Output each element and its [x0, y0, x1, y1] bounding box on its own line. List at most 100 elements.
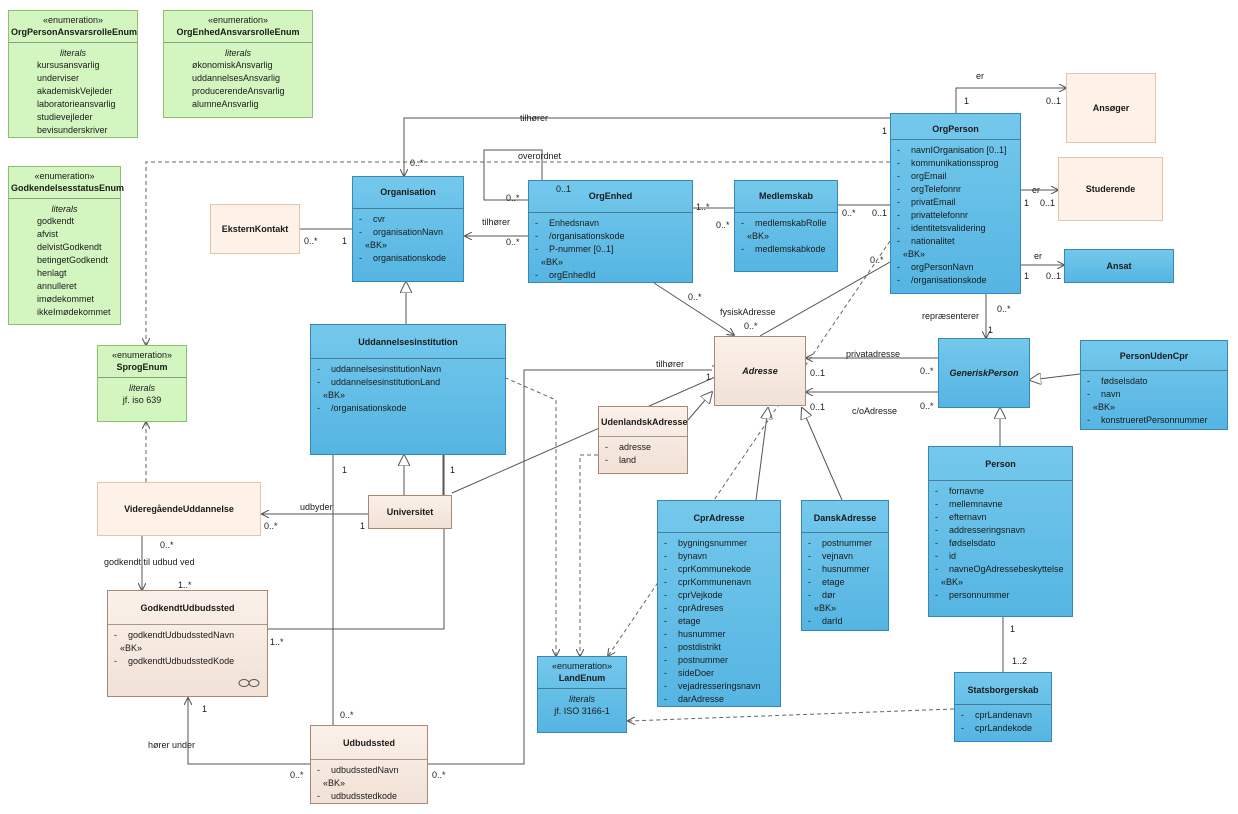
multiplicity: 1: [706, 372, 712, 382]
attribute: -identitetsvalidering: [897, 223, 986, 233]
class-studerende[interactable]: Studerende: [1058, 157, 1163, 221]
enum-value: jf. ISO 3166-1: [554, 706, 610, 716]
attribute: -godkendtUdbudsstedNavn: [114, 630, 235, 640]
class-name: Statsborgerskab: [967, 685, 1039, 695]
enum-godkendelsesstatus[interactable]: «enumeration» GodkendelsesstatusEnum lit…: [8, 166, 125, 325]
class-universitet[interactable]: Universitet: [368, 495, 452, 529]
link-udbudssted-godkendt: [188, 698, 310, 765]
class-ansat[interactable]: Ansat: [1064, 249, 1174, 283]
class-name: Adresse: [742, 366, 778, 376]
literals-title: literals: [51, 204, 78, 214]
enum-orgenhedansvarsrolle[interactable]: «enumeration» OrgEnhedAnsvarsrolleEnum l…: [163, 10, 313, 118]
stereotype: «enumeration»: [111, 350, 173, 360]
enum-value: akademiskVejleder: [37, 86, 113, 96]
bk-attribute: -personnummer: [935, 590, 1010, 600]
gen-cpr-adresse: [755, 408, 768, 501]
attribute: -mellemnavne: [935, 499, 1003, 509]
class-name: CprAdresse: [693, 513, 745, 523]
bk-stereotype: «BK»: [903, 249, 926, 259]
gen-personudencpr-generisk: [1030, 374, 1081, 380]
class-medlemskab[interactable]: Medlemskab -medlemskabRolle «BK» -medlem…: [734, 180, 838, 272]
class-eksternkontakt[interactable]: EksternKontakt: [210, 204, 300, 254]
class-orgenhed[interactable]: OrgEnhed -Enhedsnavn -/organisationskode…: [528, 180, 693, 283]
multiplicity: 0..*: [870, 255, 884, 265]
bk-attribute: -udbudsstedkode: [317, 791, 398, 801]
multiplicity: 0..1: [810, 368, 826, 378]
class-ansoger[interactable]: Ansøger: [1066, 73, 1156, 143]
link-udbudssted-adresse: [428, 369, 712, 765]
class-name: PersonUdenCpr: [1119, 351, 1189, 361]
enum-value: underviser: [37, 73, 80, 83]
attribute: -cprVejkode: [664, 590, 723, 600]
bk-stereotype: «BK»: [1093, 402, 1116, 412]
multiplicity: 0..*: [716, 220, 730, 230]
enum-value: imødekommet: [37, 294, 95, 304]
attribute: -medlemskabRolle: [741, 218, 827, 228]
role-label: tilhører: [482, 217, 511, 227]
role-label: er: [1032, 185, 1041, 195]
enum-value: afvist: [37, 229, 59, 239]
class-personudencpr[interactable]: PersonUdenCpr -fødselsdato -navn «BK» -k…: [1080, 340, 1228, 430]
attribute: -etage: [808, 577, 845, 587]
enum-value: økonomiskAnsvarlig: [192, 60, 273, 70]
class-name: OrgPerson: [932, 124, 979, 134]
multiplicity: 0..*: [290, 770, 304, 780]
dep-udlandsk-land: [580, 454, 598, 656]
class-danskadresse[interactable]: DanskAdresse -postnummer -vejnavn -husnu…: [801, 500, 889, 631]
attribute: -uddannelsesinstitutionNavn: [317, 364, 442, 374]
multiplicity: 1: [882, 126, 888, 136]
enum-value: kursusansvarlig: [37, 60, 100, 70]
class-organisation[interactable]: Organisation -cvr -organisationNavn «BK»…: [352, 176, 464, 282]
class-generiskperson[interactable]: GeneriskPerson: [938, 338, 1030, 408]
role-label: godkendt til udbud ved: [104, 557, 195, 567]
class-person[interactable]: Person -fornavne -mellemnavne -efternavn…: [928, 446, 1073, 617]
multiplicity: 1: [1024, 198, 1030, 208]
class-godkendtudbudssted[interactable]: GodkendtUdbudssted -godkendtUdbudsstedNa…: [107, 590, 268, 697]
attribute: -husnummer: [808, 564, 870, 574]
class-name: OrgPersonAnsvarsrolleEnum: [11, 27, 138, 37]
class-name: Ansat: [1106, 261, 1132, 271]
role-label: hører under: [148, 740, 196, 750]
enum-value: jf. iso 639: [122, 395, 162, 405]
attribute: -adresse: [605, 442, 652, 452]
bk-attribute: -darId: [808, 616, 843, 626]
class-uddannelsesinstitution[interactable]: Uddannelsesinstitution -uddannelsesinsti…: [310, 324, 506, 455]
enum-sprog[interactable]: «enumeration» SprogEnum literals jf. iso…: [97, 345, 187, 422]
class-orgperson[interactable]: OrgPerson -navnIOrganisation [0..1] -kom…: [890, 113, 1021, 294]
class-name: Uddannelsesinstitution: [358, 337, 458, 347]
class-name: DanskAdresse: [813, 513, 877, 523]
enum-land[interactable]: «enumeration» LandEnum literals jf. ISO …: [537, 656, 627, 733]
literals-title: literals: [224, 48, 251, 58]
attribute: -fornavne: [935, 486, 985, 496]
bk-attribute: -orgEnhedId: [535, 270, 596, 280]
multiplicity: 1: [988, 325, 994, 335]
attribute: -cvr: [359, 214, 385, 224]
class-name: GodkendelsesstatusEnum: [11, 183, 125, 193]
enum-value: godkendt: [37, 216, 75, 226]
bk-attribute: -/organisationskode: [897, 275, 987, 285]
class-udbudssted[interactable]: Udbudssted -udbudsstedNavn «BK» -udbudss…: [310, 725, 428, 804]
class-adresse[interactable]: Adresse: [714, 336, 806, 406]
class-cpradresse[interactable]: CprAdresse -bygningsnummer -bynavn -cprK…: [657, 500, 781, 707]
multiplicity: 0..1: [810, 402, 826, 412]
multiplicity: 0..1: [1040, 198, 1056, 208]
enum-value: ikkeImødekommet: [37, 307, 111, 317]
literals-title: literals: [128, 383, 155, 393]
multiplicity: 0..*: [842, 208, 856, 218]
bk-attribute: -orgPersonNavn: [897, 262, 974, 272]
bk-stereotype: «BK»: [541, 257, 564, 267]
role-label: er: [1034, 251, 1043, 261]
link-tilhorer-org: [404, 117, 890, 176]
attribute: -organisationNavn: [359, 227, 444, 237]
stereotype: «enumeration»: [42, 15, 104, 25]
enum-value: producerendeAnsvarlig: [192, 86, 285, 96]
literals-title: literals: [568, 694, 595, 704]
multiplicity: 0..*: [688, 292, 702, 302]
attribute: -orgEmail: [897, 171, 947, 181]
role-label: privatadresse: [846, 349, 901, 359]
class-udenlandskadresse[interactable]: UdenlandskAdresse -adresse -land: [598, 406, 688, 474]
class-videregaaende[interactable]: VideregåendeUddannelse: [97, 482, 261, 536]
enum-orgpersonansvarsrolle[interactable]: «enumeration» OrgPersonAnsvarsrolleEnum …: [8, 10, 138, 138]
attribute: -navneOgAdressebeskyttelse: [935, 564, 1064, 574]
class-statsborgerskab[interactable]: Statsborgerskab -cprLandenavn -cprLandek…: [954, 672, 1052, 742]
